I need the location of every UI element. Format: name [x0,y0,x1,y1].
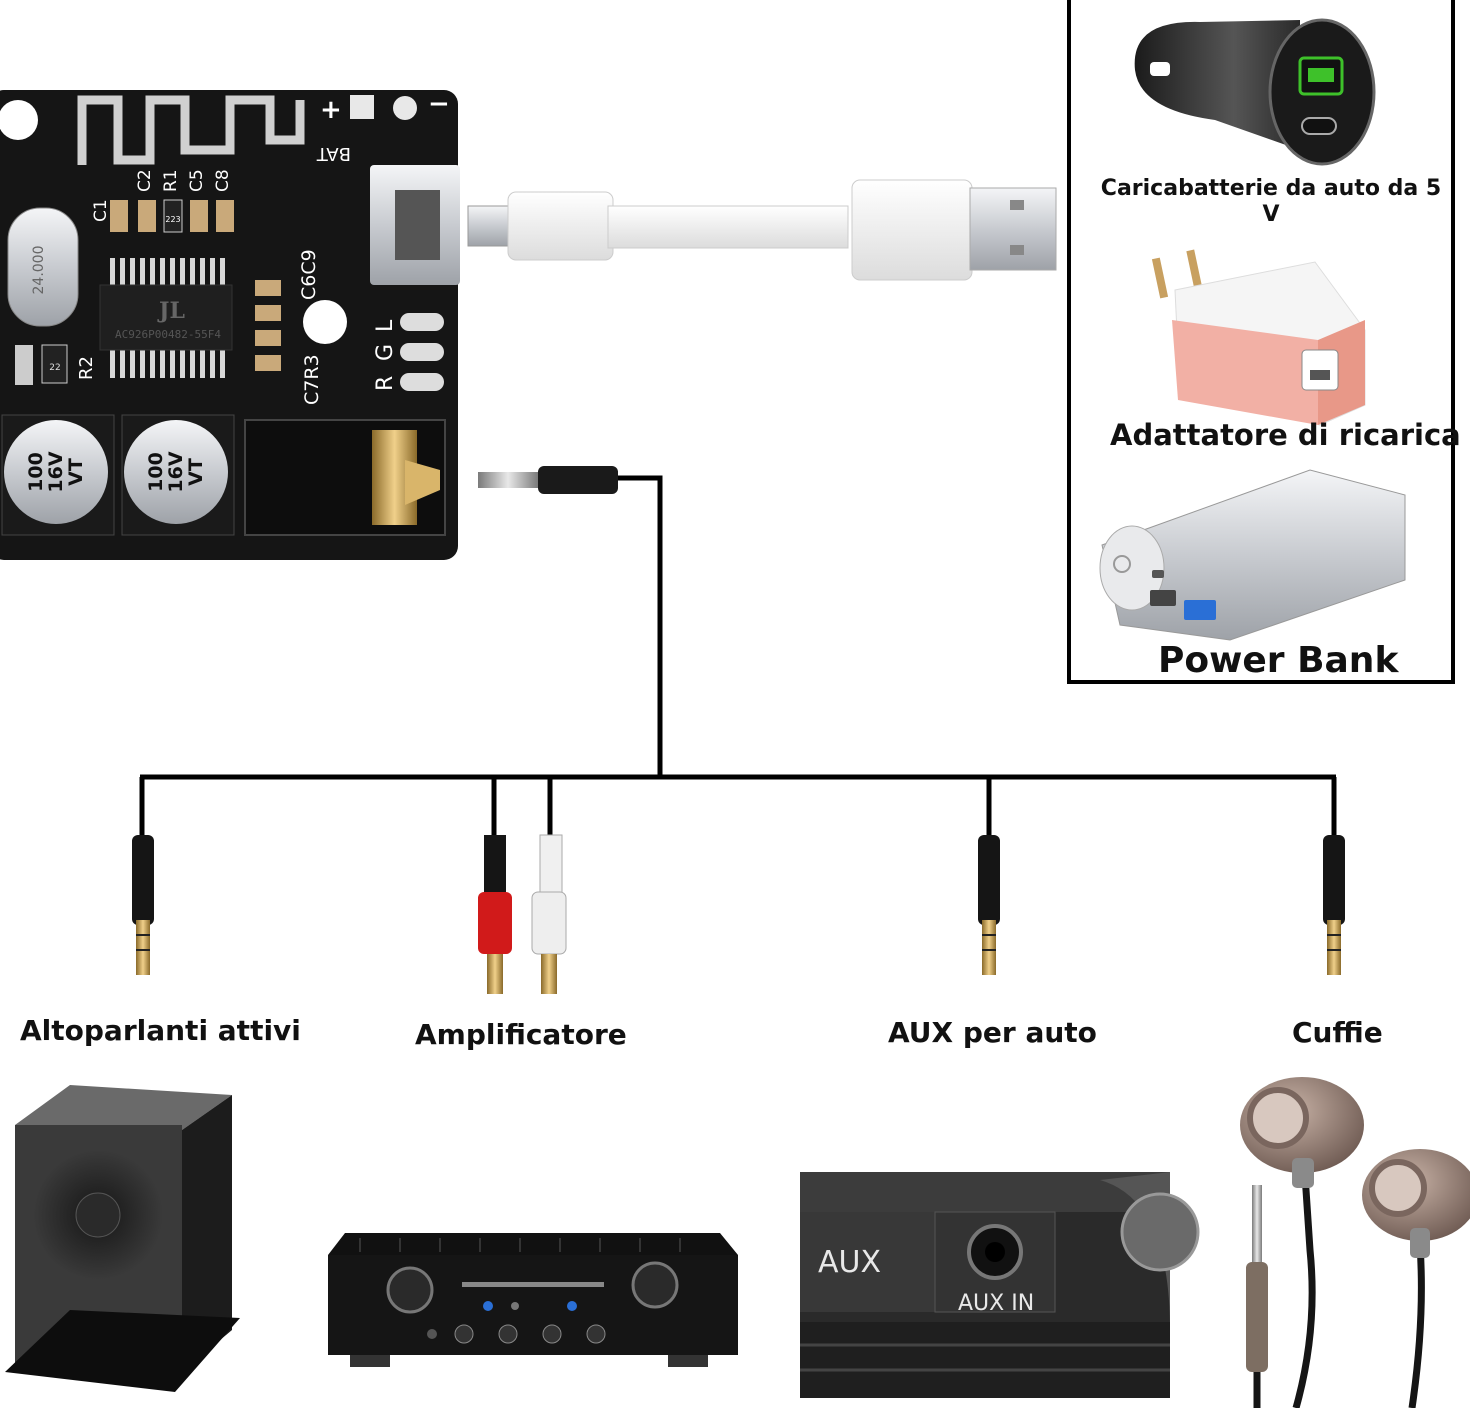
bat-pad-minus [393,96,417,120]
audio-cable-tree [139,466,1337,840]
cap-line-2: 16V [45,451,67,492]
car-charger-label: Caricabatterie da auto da 5 V [1100,176,1442,227]
silk-c7r3: C7R3 [301,354,323,405]
car-aux-panel-image: AUX AUX IN [800,1172,1200,1398]
bluetooth-board: + − BAT 24.000 C1 C2 R1 C5 C8 223 [0,89,460,560]
crystal [7,207,79,327]
capacitor-right: 100 16V VT [121,414,235,536]
crystal-text: 24.000 [31,246,47,295]
output-label-amplifier: Amplificatore [415,1018,627,1051]
silk-c2: C2 [135,169,155,192]
jack-plug-car-aux [978,835,1000,975]
smd-c8 [216,200,234,232]
headphones-image [1240,1077,1470,1409]
smd-c5 [190,200,208,232]
pad-g [400,343,444,361]
active-speaker-image [5,1085,240,1392]
smd-code: 22 [49,363,60,373]
silk-r: R [373,376,398,391]
smd-c2 [138,200,156,232]
cap-line-3: VT [185,458,207,486]
bat-minus-label: − [428,89,450,119]
usb-cable [467,179,1057,281]
capacitor-left: 100 16V VT [1,414,115,536]
jack-plug-headphones [1323,835,1345,975]
pad-r [400,373,444,391]
car-charger-image [1134,18,1376,166]
antenna-trace [77,95,305,165]
bat-plus-label: + [320,95,342,125]
audio-jack-socket [244,419,446,536]
mount-hole [0,100,38,140]
cap-line-1: 100 [145,452,167,492]
output-label-car-aux: AUX per auto [888,1016,1097,1049]
bat-label: BAT [316,143,351,164]
silk-l: L [373,319,398,332]
rca-plug-white [531,834,567,994]
amplifier-image [328,1233,738,1367]
adapter-label: Adattatore di ricarica [1110,418,1461,452]
smd-c1 [110,200,128,232]
output-label-headphones: Cuffie [1292,1016,1383,1049]
cap-line-1: 100 [25,452,47,492]
silk-c8: C8 [213,169,233,192]
chip-logo: JL [157,298,185,324]
aux-in-text: AUX IN [958,1291,1034,1316]
cap-line-2: 16V [165,451,187,492]
silk-c5: C5 [187,169,207,192]
jack-plug-speakers [132,835,154,975]
power-bank-label: Power Bank [1158,640,1399,681]
silk-g: G [373,344,398,361]
silk-c6c9: C6C9 [298,249,320,300]
aux-text: AUX [818,1245,881,1280]
power-bank-image [1099,469,1406,641]
pad-l [400,313,444,331]
cap-line-3: VT [65,458,87,486]
silk-r2: R2 [76,356,97,380]
bat-pad-plus [350,95,374,119]
power-sources-box [1067,0,1455,684]
silk-r1: R1 [161,169,181,192]
silk-c1: C1 [91,199,111,222]
main-chip: JL AC926P00482-55F4 [99,258,233,378]
rca-plug-red [478,835,512,994]
charging-adapter-image [1151,249,1366,426]
mount-hole [303,300,347,344]
resistor-code: 223 [165,215,180,224]
smd-r1 [163,199,183,233]
output-label-speakers: Altoparlanti attivi [20,1014,301,1047]
chip-text: AC926P00482-55F4 [115,328,221,341]
